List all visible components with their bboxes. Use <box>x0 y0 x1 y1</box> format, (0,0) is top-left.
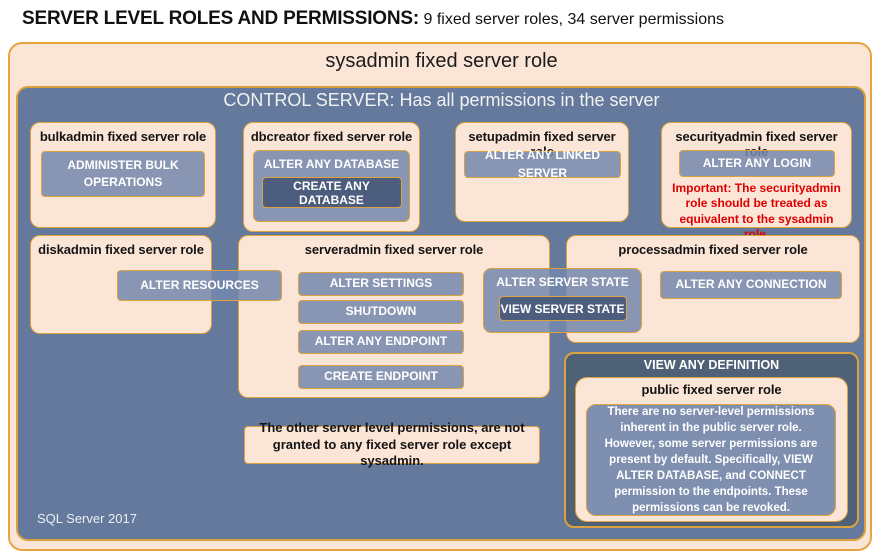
permission-alter-any-connection: ALTER ANY CONNECTION <box>660 271 842 299</box>
permission-alter-any-linked-server: ALTER ANY LINKED SERVER <box>464 148 621 180</box>
permission-view-any-definition-label: VIEW ANY DEFINITION <box>643 358 780 372</box>
role-title-public: public fixed server role <box>641 382 782 397</box>
permission-shutdown: SHUTDOWN <box>298 300 464 324</box>
other-permissions-note: The other server level permissions, are … <box>244 420 540 468</box>
page-title: SERVER LEVEL ROLES AND PERMISSIONS: 9 fi… <box>22 8 724 30</box>
permission-alter-any-database: ALTER ANY DATABASE CREATE ANY DATABASE <box>253 150 410 222</box>
permission-alter-settings: ALTER SETTINGS <box>298 272 464 296</box>
role-box-bulkadmin: bulkadmin fixed server role ADMINISTER B… <box>30 122 216 228</box>
permission-alter-any-endpoint: ALTER ANY ENDPOINT <box>298 330 464 354</box>
role-title-processadmin: processadmin fixed server role <box>618 242 808 257</box>
sysadmin-role-title: sysadmin fixed server role <box>325 50 558 72</box>
page-title-main: SERVER LEVEL ROLES AND PERMISSIONS: <box>22 8 420 29</box>
permission-alter-server-state: ALTER SERVER STATE VIEW SERVER STATE <box>483 268 642 333</box>
role-box-dbcreator: dbcreator fixed server role ALTER ANY DA… <box>243 122 420 232</box>
role-title-bulkadmin: bulkadmin fixed server role <box>39 129 207 144</box>
role-title-dbcreator: dbcreator fixed server role <box>250 129 413 144</box>
role-box-public: public fixed server role There are no se… <box>575 377 848 522</box>
control-server-title: CONTROL SERVER: Has all permissions in t… <box>223 90 660 110</box>
role-title-serveradmin: serveradmin fixed server role <box>304 242 484 257</box>
public-role-description: There are no server-level permissions in… <box>586 404 836 516</box>
role-box-setupadmin: setupadmin fixed server role ALTER ANY L… <box>455 122 629 222</box>
permission-alter-any-login: ALTER ANY LOGIN <box>679 150 835 177</box>
page-title-subtitle: 9 fixed server roles, 34 server permissi… <box>423 11 725 28</box>
role-box-serveradmin: serveradmin fixed server role ALTER SETT… <box>238 235 550 398</box>
permission-create-endpoint: CREATE ENDPOINT <box>298 365 464 389</box>
permission-alter-resources: ALTER RESOURCES <box>117 270 282 301</box>
role-box-securityadmin: securityadmin fixed server role ALTER AN… <box>661 122 852 241</box>
permission-view-server-state: VIEW SERVER STATE <box>498 296 627 321</box>
sql-server-version-label: SQL Server 2017 <box>37 511 137 526</box>
permission-create-any-database: CREATE ANY DATABASE <box>261 177 402 208</box>
role-title-diskadmin: diskadmin fixed server role <box>38 242 204 257</box>
permission-alter-server-state-label: ALTER SERVER STATE <box>496 275 629 289</box>
securityadmin-warning-note: Important: The securityadmin role should… <box>672 181 841 241</box>
permission-view-any-definition-box: VIEW ANY DEFINITION public fixed server … <box>564 352 859 528</box>
permission-administer-bulk-operations: ADMINISTER BULK OPERATIONS <box>41 151 205 197</box>
permission-alter-any-database-label: ALTER ANY DATABASE <box>263 157 400 171</box>
